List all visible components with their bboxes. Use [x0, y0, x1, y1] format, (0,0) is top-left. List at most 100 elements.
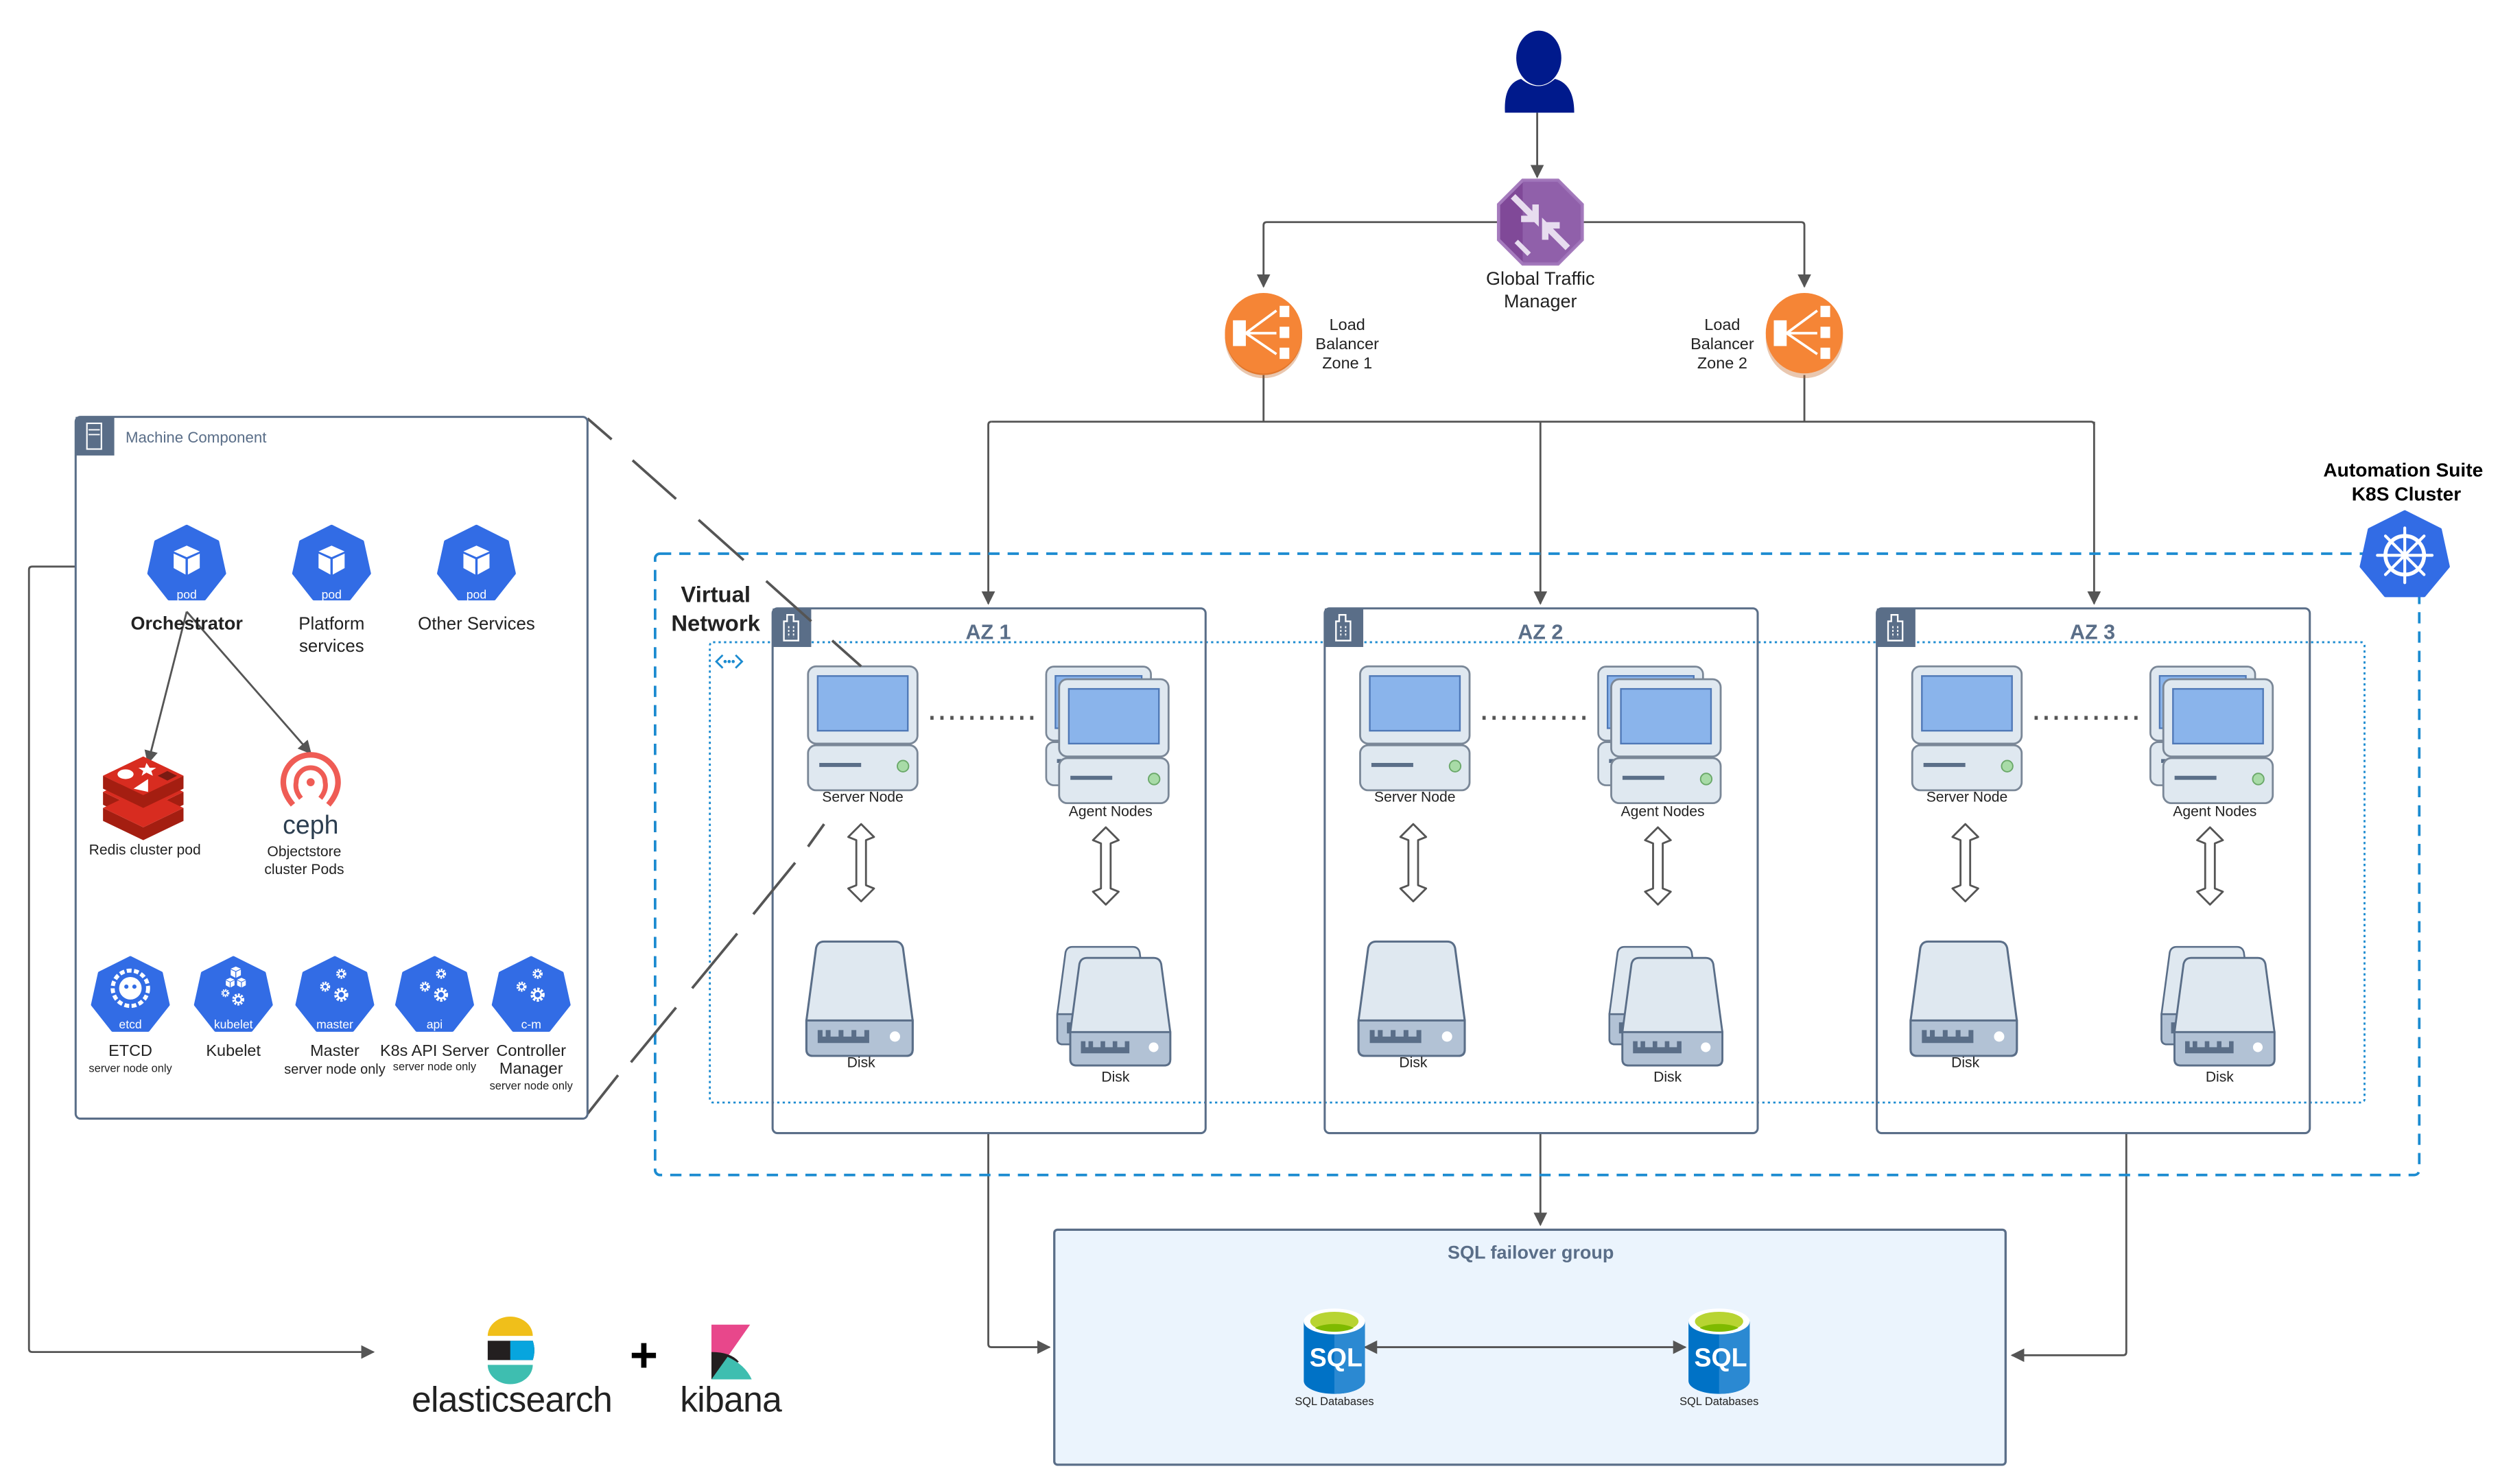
computer-icon [2162, 678, 2274, 805]
server-node[interactable]: Server Node [1359, 665, 1471, 805]
disk-icon [805, 940, 914, 1057]
pod-label-line1: Platform [298, 614, 364, 633]
building-icon [1324, 608, 1364, 648]
component-label-line1: Kubelet [206, 1041, 261, 1059]
server-node[interactable]: Server Node [1911, 665, 2023, 805]
elasticsearch-logo-icon [487, 1317, 534, 1385]
lb1-label-line3: Zone 1 [1322, 354, 1372, 372]
az-title: AZ 1 [966, 620, 1011, 644]
sql-failover-group: SQL failover group [1053, 1228, 2007, 1466]
agent-disks[interactable]: Disk [2160, 945, 2276, 1085]
disk-label: Disk [1653, 1070, 1682, 1085]
pod-label-line1: Orchestrator [130, 613, 243, 633]
kibana-label: kibana [680, 1379, 782, 1419]
orchestrator-to-redis-connector [144, 611, 188, 764]
ceph-label-line2: cluster Pods [264, 862, 344, 878]
callout-segment [752, 862, 797, 915]
agent-nodes[interactable]: Agent Nodes [2149, 666, 2274, 820]
load-balancer-icon [1225, 292, 1303, 379]
traffic-manager[interactable]: Global Traffic Manager [1486, 178, 1594, 311]
bidirectional-arrow-icon [1951, 823, 1979, 903]
callout-segment [586, 1074, 620, 1115]
server-node[interactable]: Server Node [807, 665, 919, 805]
az-frame [771, 607, 1207, 1135]
pod-label-line1: Other Services [418, 614, 535, 633]
callout-segment [587, 417, 613, 440]
disk-icon [1069, 956, 1172, 1067]
az-frame [1323, 607, 1759, 1135]
redis-icon [103, 756, 184, 840]
ceph-logo-text: ceph [283, 810, 338, 839]
pod-badge: pod [322, 588, 342, 602]
az1-to-sql-connector [987, 1133, 1051, 1354]
disk-label: Disk [1951, 1055, 1979, 1070]
component-badge: kubelet [214, 1017, 253, 1031]
machine-component-title: Machine Component [126, 429, 267, 446]
kibana-logo-icon [711, 1324, 752, 1380]
vnet-title-line2: Network [671, 611, 760, 636]
component-label-line1: Master [310, 1041, 359, 1059]
pod-badge: pod [467, 588, 486, 602]
server-disk[interactable]: Disk [1909, 940, 2018, 1070]
building-icon [773, 608, 812, 648]
load-balancer-zone-2[interactable]: Load Balancer Zone 2 [1690, 292, 1843, 379]
kubernetes-helm-icon [2359, 510, 2450, 598]
user-icon [1505, 30, 1575, 113]
agent-nodes[interactable]: Agent Nodes [1597, 666, 1722, 820]
etcd-icon-face [119, 977, 142, 1000]
server-node-label: Server Node [1926, 789, 2008, 805]
callout-segment [807, 823, 825, 848]
component-badge: api [427, 1017, 443, 1031]
agent-nodes-label: Agent Nodes [1621, 803, 1705, 819]
disk-icon [1357, 940, 1466, 1057]
etcd-icon-eye [124, 985, 129, 989]
server-disk[interactable]: Disk [805, 940, 914, 1070]
component-note: server node only [393, 1061, 477, 1073]
bidirectional-arrow-icon [1092, 826, 1120, 906]
component-badge: c-m [521, 1017, 541, 1031]
traffic-manager-icon [1496, 178, 1584, 266]
component-label-line2: Manager [499, 1059, 563, 1077]
load-balancer-zone-1[interactable]: Load Balancer Zone 1 [1225, 292, 1379, 379]
callout-segment [765, 580, 812, 622]
component-badge: master [316, 1017, 353, 1031]
vnet-icon [715, 654, 744, 669]
computer-icon [1359, 665, 1471, 792]
lb2-label-line2: Balancer [1690, 335, 1754, 353]
agent-disks[interactable]: Disk [1608, 945, 1724, 1085]
elasticsearch-label: elasticsearch [412, 1379, 612, 1419]
sql-badge: SQL [1694, 1343, 1747, 1372]
ceph-label-line1: Objectstore [267, 844, 341, 860]
bidirectional-arrow-icon [2196, 826, 2224, 906]
gtm-to-lb1-connector [1256, 221, 1500, 288]
cluster-boundary [654, 552, 2421, 1177]
sql-database-label: SQL Databases [1295, 1395, 1374, 1408]
disk-label: Disk [847, 1055, 875, 1070]
sql-database-icon [1688, 1308, 1750, 1394]
bidirectional-arrow-icon [1399, 823, 1428, 903]
agent-disks[interactable]: Disk [1056, 945, 1172, 1085]
lb1-label-line2: Balancer [1315, 335, 1379, 353]
traffic-manager-label-line1: Global Traffic [1486, 268, 1594, 289]
disk-icon [2173, 956, 2276, 1067]
server-disk[interactable]: Disk [1357, 940, 1466, 1070]
agent-nodes[interactable]: Agent Nodes [1045, 666, 1170, 820]
server-node-label: Server Node [1374, 789, 1456, 805]
component-note: server node only [89, 1062, 172, 1074]
load-balancer-icon [1765, 292, 1843, 379]
bus-to-az1-connector [981, 421, 995, 605]
